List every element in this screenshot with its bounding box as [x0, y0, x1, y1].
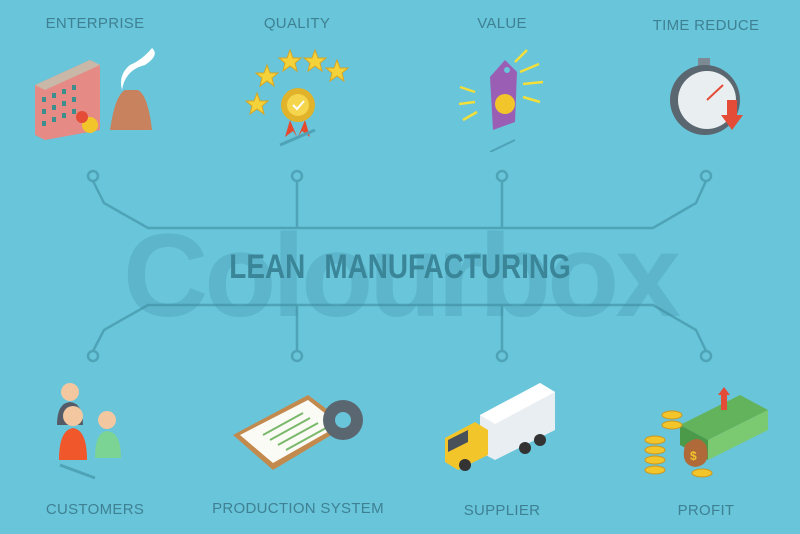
label-time-reduce: TIME REDUCE [652, 17, 760, 34]
diagram-title: LEAN MANUFACTURING [229, 248, 571, 286]
price-tag-icon [458, 49, 544, 152]
label-enterprise: ENTERPRISE [45, 15, 145, 32]
money-icon: $ [644, 387, 768, 478]
label-quality: QUALITY [263, 15, 331, 32]
customers-icon [57, 383, 121, 480]
label-production-system: PRODUCTION SYSTEM [212, 500, 384, 517]
svg-text:$: $ [690, 449, 697, 463]
label-supplier: SUPPLIER [463, 502, 541, 519]
label-customers: CUSTOMERS [45, 501, 145, 518]
truck-icon [445, 383, 555, 471]
award-stars-icon [245, 48, 350, 147]
checklist-gear-icon [233, 395, 363, 470]
label-profit: PROFIT [677, 502, 735, 519]
label-value: VALUE [477, 15, 527, 32]
stopwatch-icon [670, 58, 743, 135]
watermark: Colourbox [123, 210, 681, 342]
factory-icon [35, 48, 155, 140]
